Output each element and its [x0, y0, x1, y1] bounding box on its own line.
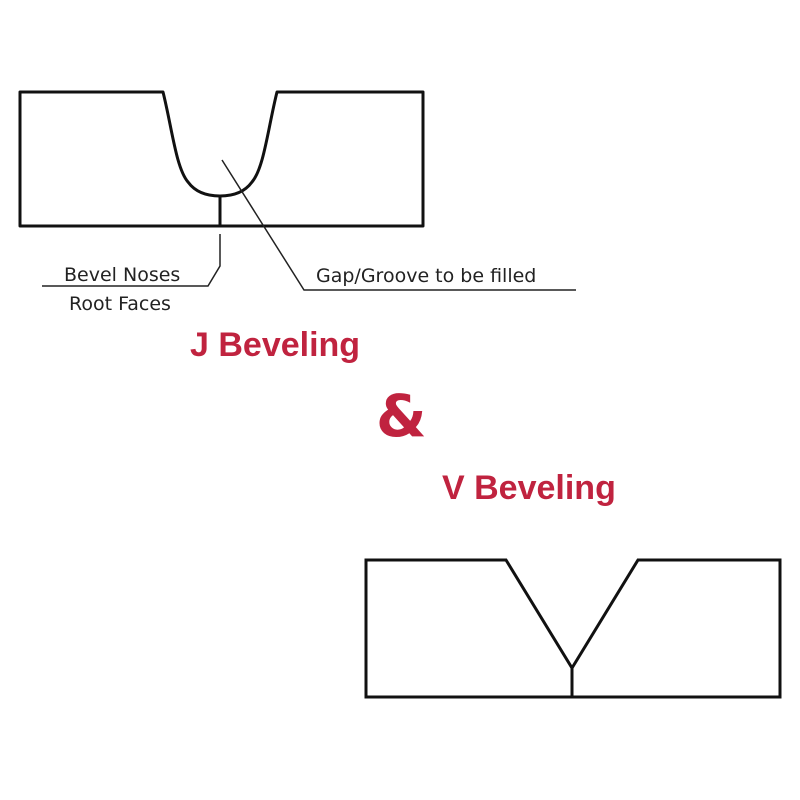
j-bevel-diagram: Bevel Noses Root Faces Gap/Groove to be … — [18, 90, 576, 315]
gap-groove-leader — [221, 159, 576, 291]
v-bevel-plate-outline — [364, 558, 782, 699]
ampersand-title: & — [376, 382, 427, 450]
bevel-noses-leader — [42, 234, 221, 287]
j-beveling-title: J Beveling — [190, 326, 360, 364]
gap-groove-label: Gap/Groove to be filled — [316, 265, 536, 287]
j-bevel-plate-outline — [18, 90, 425, 228]
v-bevel-diagram — [364, 558, 782, 699]
v-beveling-title: V Beveling — [442, 469, 616, 507]
root-faces-label: Root Faces — [69, 293, 171, 315]
bevel-noses-label: Bevel Noses — [64, 264, 180, 286]
